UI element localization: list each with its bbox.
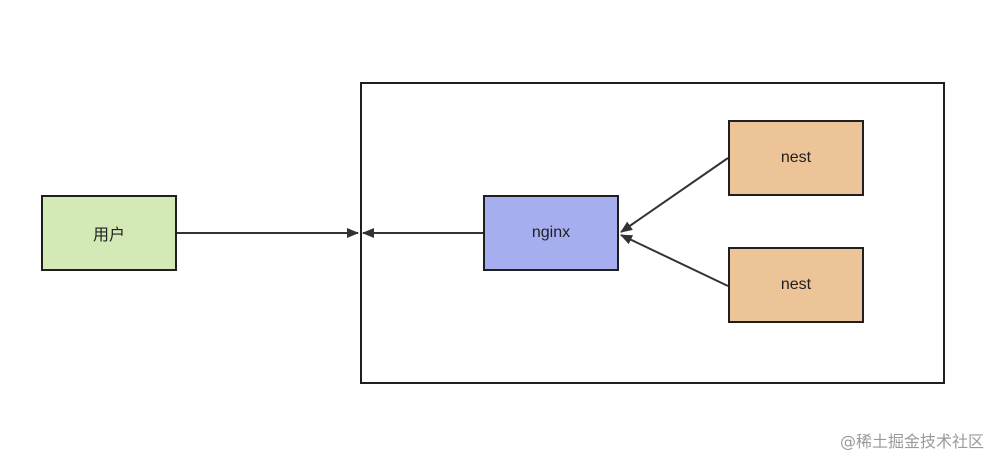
nest-node-2-label: nest — [780, 276, 812, 293]
nest-node-1: nest — [728, 120, 864, 196]
edge-nest2-to-nginx — [620, 234, 729, 287]
nest-node-1-label: nest — [780, 149, 812, 166]
server-container — [360, 82, 945, 384]
nginx-node-label: nginx — [531, 224, 571, 241]
nginx-node: nginx — [483, 195, 619, 271]
edge-nest1-to-nginx — [620, 157, 729, 233]
user-node: 用户 — [41, 195, 177, 271]
nest-node-2: nest — [728, 247, 864, 323]
watermark: @稀土掘金技术社区 — [839, 432, 984, 451]
user-node-label: 用户 — [92, 227, 125, 244]
